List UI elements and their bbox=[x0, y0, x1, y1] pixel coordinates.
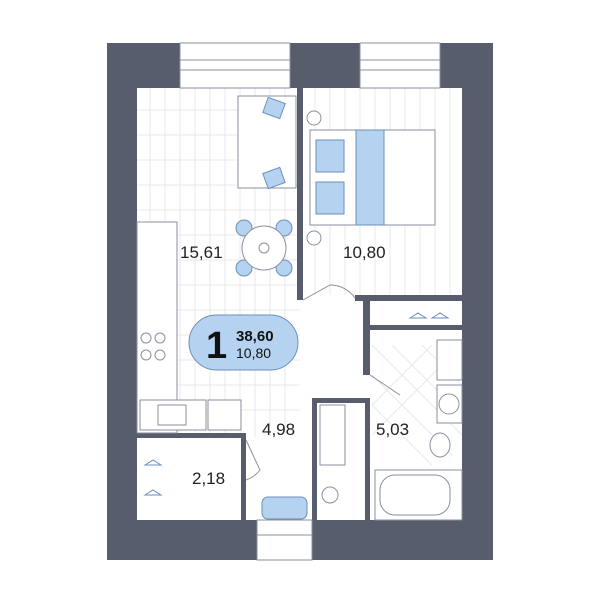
bed bbox=[306, 110, 436, 246]
area-closet: 2,18 bbox=[192, 469, 225, 488]
room-count: 1 bbox=[206, 325, 227, 367]
doors bbox=[245, 284, 401, 481]
total-area: 38,60 bbox=[236, 328, 274, 345]
bathroom-fixtures bbox=[261, 339, 463, 521]
dining-table bbox=[235, 219, 293, 277]
sofa bbox=[237, 95, 297, 190]
area-bathroom: 5,03 bbox=[376, 420, 409, 439]
area-kitchen-living: 15,61 bbox=[180, 243, 223, 262]
closet-rack bbox=[143, 312, 450, 496]
windows bbox=[179, 42, 441, 561]
apartment-badge: 1 38,60 10,80 bbox=[188, 314, 299, 371]
area-hallway: 4,98 bbox=[262, 420, 295, 439]
outer-walls bbox=[107, 43, 493, 560]
inner-walls bbox=[137, 88, 462, 520]
kitchen-unit bbox=[136, 221, 242, 434]
area-bedroom: 10,80 bbox=[343, 243, 386, 262]
living-area: 10,80 bbox=[236, 345, 271, 361]
